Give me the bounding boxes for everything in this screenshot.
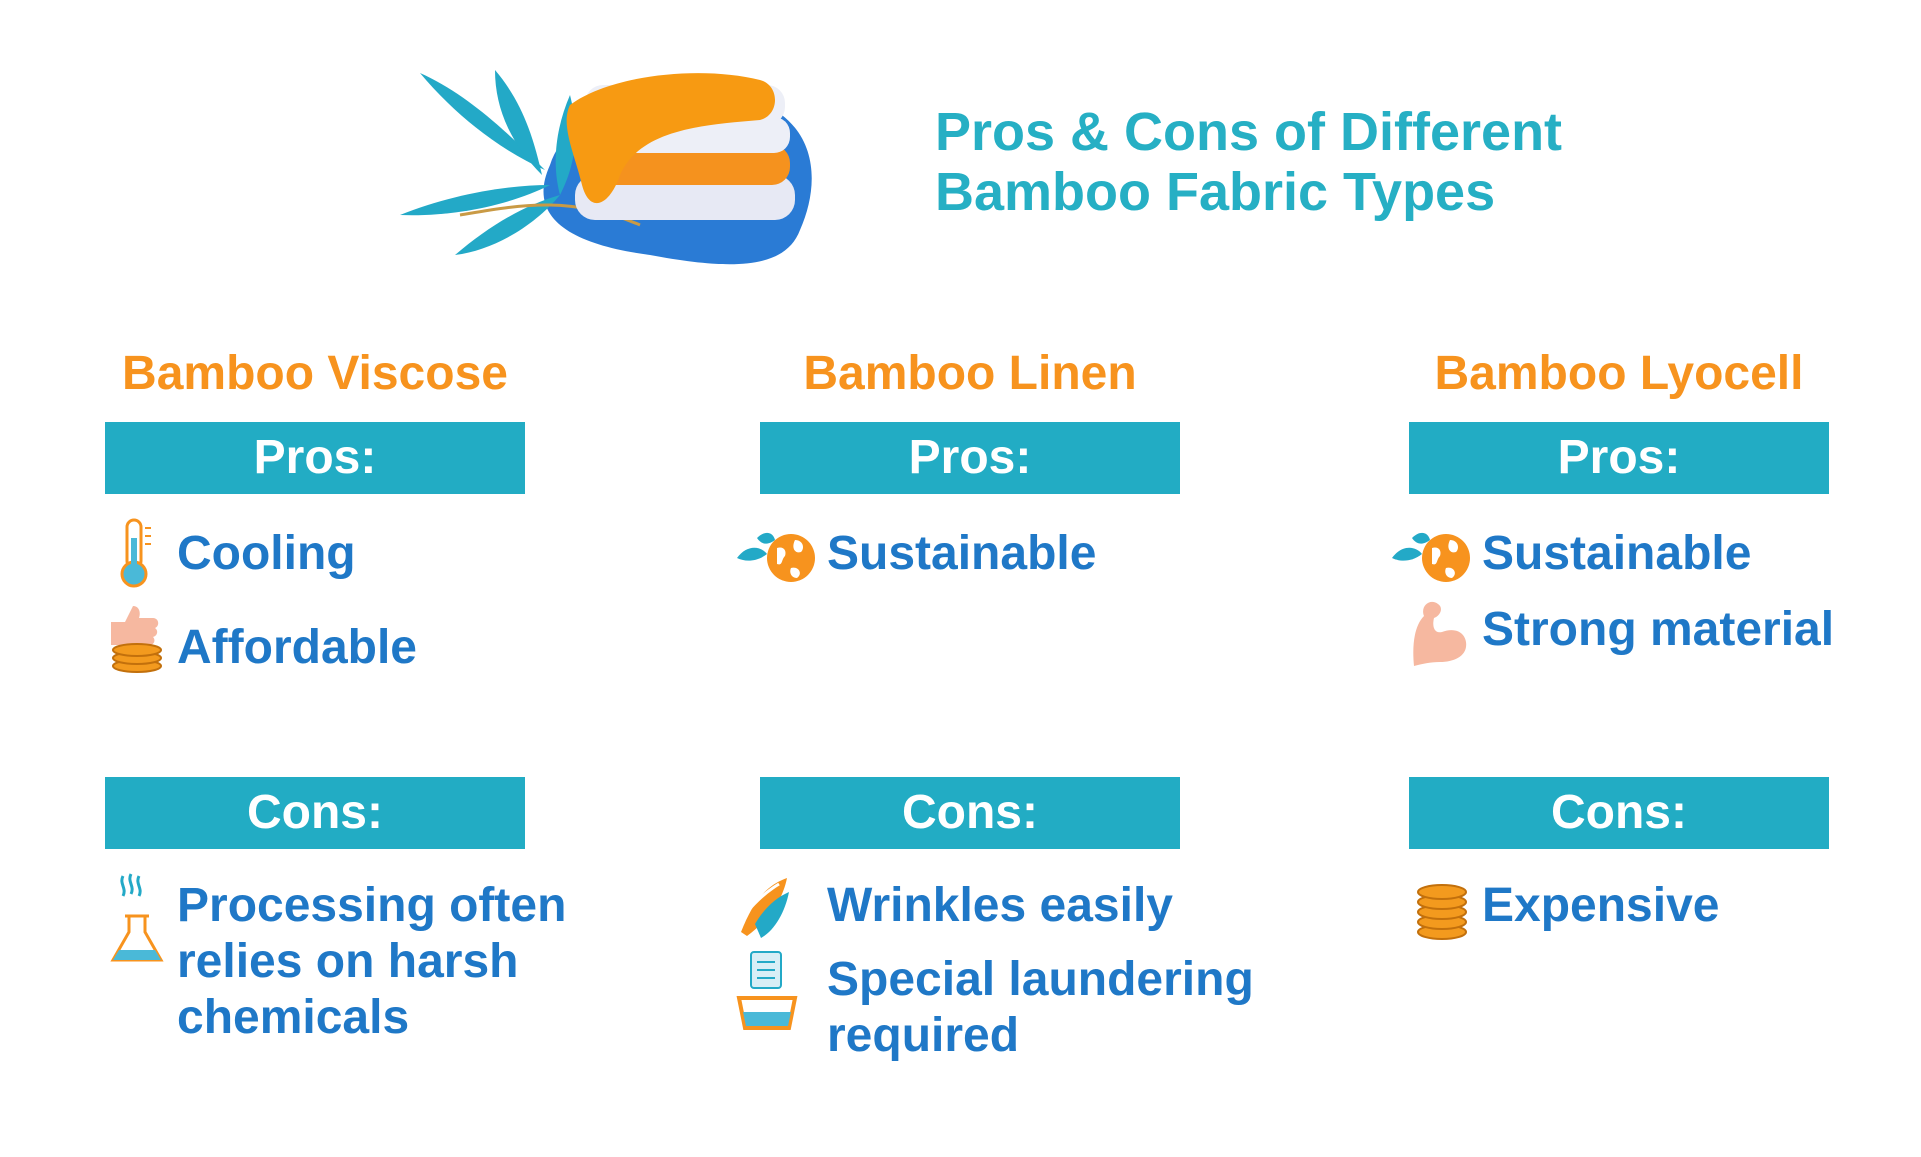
pro-item-label: Cooling <box>177 527 356 580</box>
column-title: Bamboo Lyocell <box>1434 347 1804 400</box>
leaf-globe-icon <box>1392 532 1470 582</box>
pros-bar: Pros: <box>105 422 525 494</box>
con-item-label: Expensive <box>1482 879 1720 932</box>
cons-bar: Cons: <box>1409 777 1829 849</box>
bamboo-towels-illustration <box>400 70 812 265</box>
chemical-flask-icon <box>110 873 164 962</box>
laundry-basin-icon <box>736 951 798 1030</box>
pros-bar: Pros: <box>760 422 1180 494</box>
page-title-line-1: Pros & Cons of Different <box>935 102 1563 162</box>
leaf-globe-icon <box>737 532 815 582</box>
pro-item-label: Sustainable <box>827 527 1097 580</box>
thumbs-up-coins-icon <box>111 606 162 673</box>
wrinkled-fabric-icon <box>741 878 789 938</box>
con-item-label: Wrinkles easily <box>827 879 1173 932</box>
pro-item-label: Strong material <box>1482 603 1835 656</box>
pro-item-label: Affordable <box>177 621 417 674</box>
pros-bar: Pros: <box>1409 422 1829 494</box>
con-item-label: Processing often relies on harsh chemica… <box>177 879 567 1044</box>
pro-item-label: Sustainable <box>1482 527 1752 580</box>
con-item-label: Special laundering required <box>827 953 1254 1062</box>
coin-stack-icon <box>1417 884 1467 940</box>
cons-bar: Cons: <box>760 777 1180 849</box>
column-title: Bamboo Linen <box>803 347 1137 400</box>
page-title: Pros & Cons of Different Bamboo Fabric T… <box>935 102 1562 222</box>
page-title-line-2: Bamboo Fabric Types <box>935 162 1496 222</box>
column-title: Bamboo Viscose <box>122 347 508 400</box>
flexed-arm-icon <box>1413 601 1467 666</box>
thermometer-icon <box>120 518 151 588</box>
cons-bar: Cons: <box>105 777 525 849</box>
